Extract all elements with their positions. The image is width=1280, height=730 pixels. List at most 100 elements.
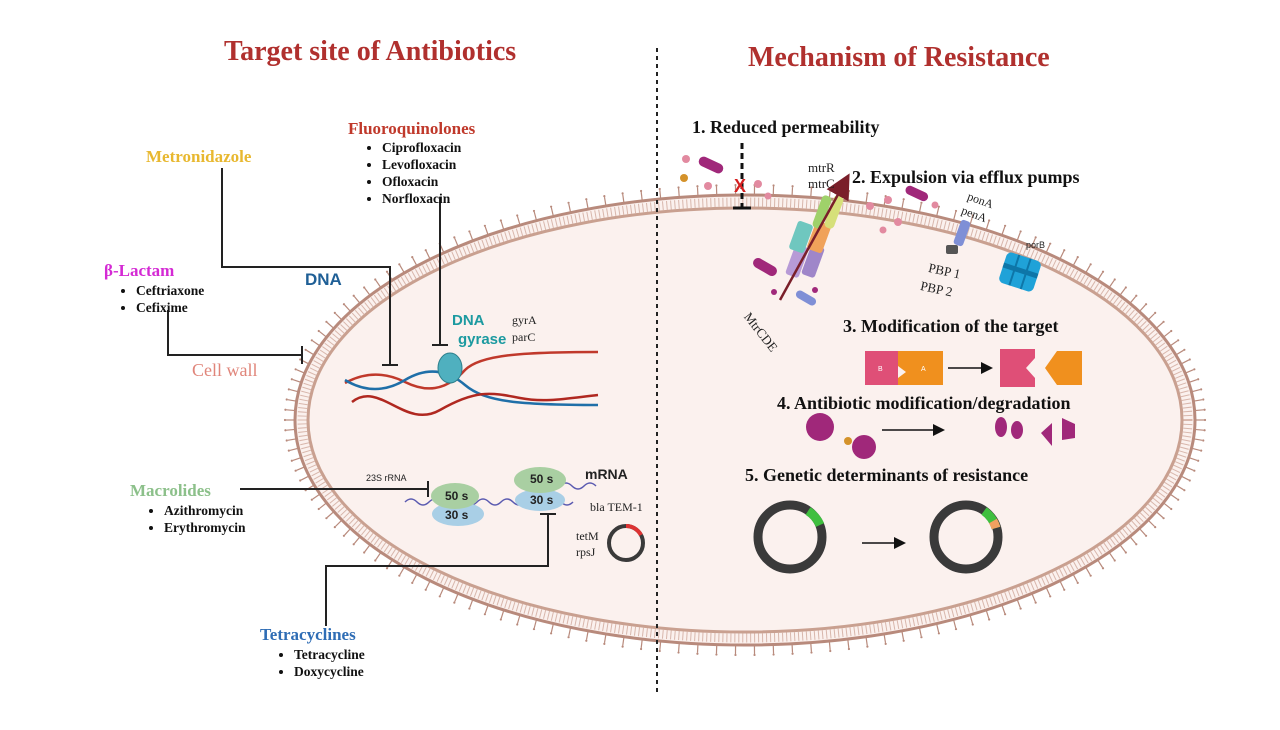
drug-item: Azithromycin bbox=[164, 502, 246, 519]
membrane-spike-tip bbox=[287, 388, 290, 391]
membrane-spike-tip bbox=[920, 201, 923, 204]
membrane-spike bbox=[640, 638, 643, 649]
membrane-spike bbox=[344, 527, 352, 536]
beta-lactam-label: β-Lactam bbox=[104, 261, 175, 280]
parC-label: parC bbox=[512, 330, 536, 344]
membrane-spike bbox=[883, 633, 887, 643]
pump-outer-2 bbox=[824, 195, 844, 229]
molecule-dot bbox=[884, 196, 892, 204]
membrane-spike bbox=[516, 614, 521, 624]
membrane-spike bbox=[550, 623, 554, 633]
mtrC-label: mtrC bbox=[808, 176, 835, 191]
fragment bbox=[1041, 423, 1052, 446]
membrane-spike bbox=[550, 207, 554, 217]
membrane-spike bbox=[985, 221, 990, 231]
target-piece-a bbox=[898, 351, 943, 385]
membrane-spike-tip bbox=[1076, 581, 1079, 584]
membrane-spike bbox=[1193, 438, 1203, 441]
membrane-spike-tip bbox=[1200, 388, 1203, 391]
membrane-spike bbox=[810, 188, 812, 198]
membrane-spike-tip bbox=[1135, 294, 1138, 297]
molecule-dot bbox=[704, 182, 712, 190]
membrane-spike bbox=[1045, 244, 1051, 254]
membrane-spike bbox=[1155, 322, 1164, 329]
membrane-spike bbox=[1108, 551, 1115, 561]
membrane-spike bbox=[1147, 313, 1155, 321]
tetracyclines-list: Tetracycline Doxycycline bbox=[268, 646, 365, 680]
membrane-spike bbox=[469, 232, 474, 241]
membrane-spike bbox=[1016, 232, 1021, 241]
membrane-spike-tip bbox=[516, 214, 519, 217]
membrane-spike bbox=[533, 619, 538, 629]
membrane-spike bbox=[1194, 409, 1204, 412]
ribosome-50s-1 bbox=[431, 483, 479, 509]
membrane-spike bbox=[1031, 238, 1036, 247]
membrane-spike-tip bbox=[342, 303, 346, 306]
membrane-spike-tip bbox=[333, 525, 336, 529]
membrane-spike bbox=[439, 586, 445, 596]
membrane-spike-tip bbox=[902, 639, 905, 642]
pbp-base bbox=[946, 245, 958, 254]
membrane-spike-tip bbox=[847, 189, 851, 193]
membrane-spike-tip bbox=[1203, 408, 1206, 411]
membrane-spike bbox=[918, 627, 922, 637]
membrane-spike-tip bbox=[1202, 398, 1205, 401]
membrane-spike bbox=[1175, 484, 1184, 491]
membrane-spike bbox=[603, 633, 607, 643]
membrane-spike bbox=[1119, 287, 1126, 296]
membrane-spike-tip bbox=[1063, 249, 1066, 252]
membrane-spike-tip bbox=[333, 311, 336, 315]
membrane-spike-tip bbox=[677, 186, 680, 189]
porin-channel bbox=[999, 252, 1041, 292]
membrane-spike bbox=[952, 619, 957, 629]
membrane-spike bbox=[969, 614, 974, 624]
mrna-strand-2 bbox=[559, 482, 597, 490]
membrane-spike-tip bbox=[325, 517, 328, 520]
membrane-spike-tip bbox=[1154, 311, 1157, 315]
membrane-spike bbox=[1191, 447, 1201, 451]
membrane-spike bbox=[585, 200, 589, 210]
membrane-spike-tip bbox=[1197, 459, 1200, 462]
membrane-spike-tip bbox=[753, 653, 756, 657]
membrane-spike bbox=[292, 379, 302, 384]
step-target-modification: 3. Modification of the target bbox=[843, 316, 1059, 336]
membrane-spike-tip bbox=[294, 469, 297, 472]
porin-band bbox=[1002, 262, 1039, 279]
membrane-spike-tip bbox=[310, 498, 313, 501]
membrane-spike bbox=[292, 456, 302, 461]
ribosome-50s-label-1: 50 s bbox=[445, 489, 469, 503]
right-title: Mechanism of Resistance bbox=[748, 42, 1050, 73]
membrane-spike bbox=[399, 264, 405, 274]
step-antibiotic-degradation: 4. Antibiotic modification/degradation bbox=[777, 393, 1071, 413]
membrane-spike-tip bbox=[398, 263, 401, 266]
membrane-spike-tip bbox=[287, 449, 290, 452]
membrane-spike-tip bbox=[411, 581, 414, 584]
membrane-spike bbox=[1138, 527, 1146, 536]
molecule-dot bbox=[812, 287, 818, 293]
bla-tem-label: bla TEM-1 bbox=[590, 500, 643, 514]
membrane-spike-tip bbox=[696, 652, 699, 655]
membrane-spike bbox=[1163, 331, 1171, 338]
membrane-spike bbox=[1169, 340, 1178, 347]
membrane-spike bbox=[1180, 359, 1190, 365]
bacterial-cell bbox=[283, 183, 1207, 657]
left-title: Target site of Antibiotics bbox=[224, 36, 517, 67]
pbp-protein bbox=[946, 219, 971, 254]
modified-piece-b bbox=[1000, 349, 1035, 387]
membrane-spike-tip bbox=[639, 189, 643, 193]
ribosome-50s-label-2: 50 s bbox=[530, 472, 554, 486]
molecule-dot bbox=[931, 201, 939, 209]
metronidazole-connector bbox=[221, 168, 391, 365]
membrane-spike bbox=[622, 194, 625, 204]
membrane-spike bbox=[306, 349, 315, 356]
rpsJ-label: rpsJ bbox=[576, 545, 596, 559]
membrane-stripes bbox=[297, 197, 1193, 643]
plasmid-small-gene bbox=[625, 524, 643, 537]
step-reduced-permeability: 1. Reduced permeability bbox=[692, 117, 880, 137]
membrane-spike-tip bbox=[453, 236, 456, 239]
beta-lactam-list: Ceftriaxone Cefixime bbox=[110, 282, 204, 316]
membrane-spike bbox=[1180, 475, 1190, 481]
membrane-spike-tip bbox=[621, 645, 624, 648]
membrane-spike bbox=[936, 207, 940, 217]
membrane-spike bbox=[985, 609, 990, 619]
